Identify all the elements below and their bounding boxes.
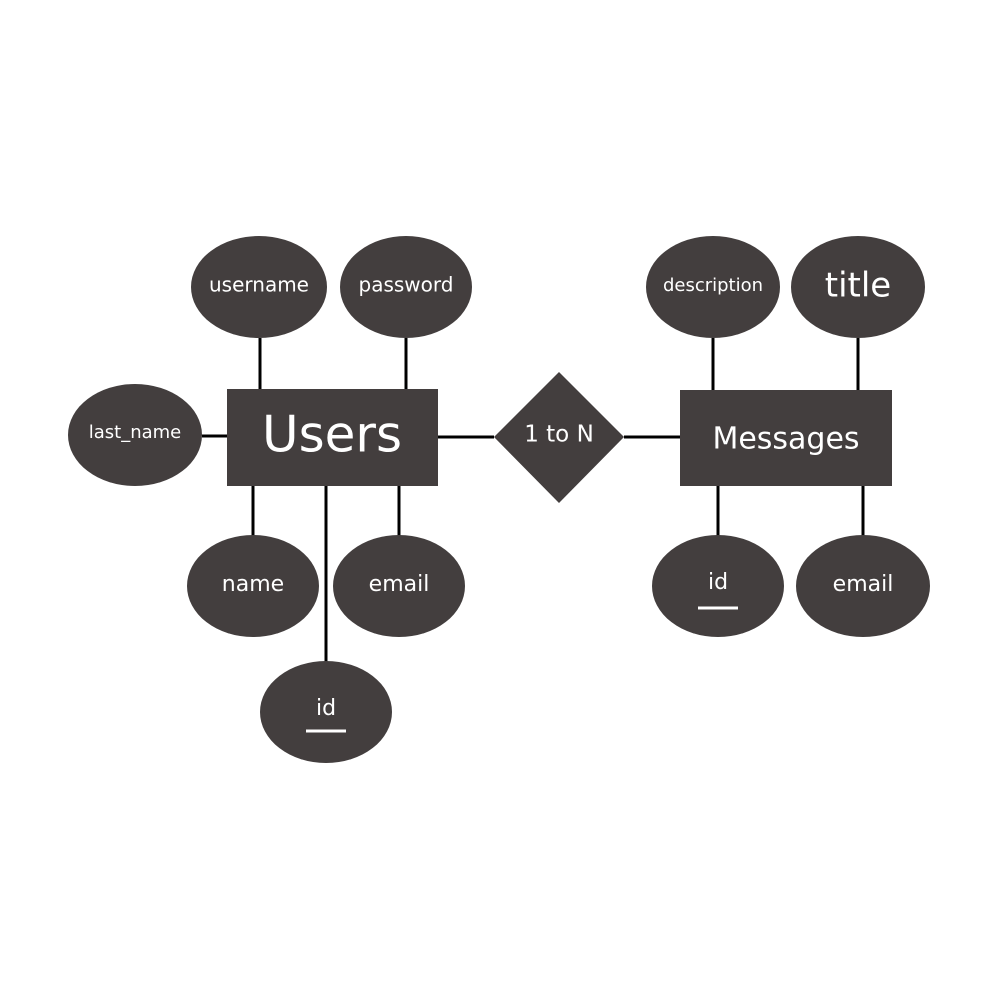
attribute-password: password bbox=[340, 236, 472, 338]
attribute-title: title bbox=[791, 236, 925, 338]
attribute-password-label: password bbox=[359, 273, 454, 297]
attribute-name: name bbox=[187, 535, 319, 637]
attribute-email: email bbox=[333, 535, 465, 637]
attribute-title-label: title bbox=[825, 266, 891, 306]
attribute-messages-email: email bbox=[796, 535, 930, 637]
attribute-messages-id-label: id bbox=[708, 570, 728, 595]
attribute-messages-id: id bbox=[652, 535, 784, 637]
attribute-description: description bbox=[646, 236, 780, 338]
attribute-description-label: description bbox=[663, 275, 763, 296]
attribute-name-label: name bbox=[222, 572, 284, 597]
attribute-users-id: id bbox=[260, 661, 392, 763]
attribute-users-id-label: id bbox=[316, 696, 336, 721]
users-entity: Users bbox=[227, 389, 438, 486]
attribute-messages-email-label: email bbox=[833, 572, 894, 597]
attribute-username-label: username bbox=[209, 273, 309, 297]
users-entity-label: Users bbox=[262, 406, 402, 464]
attribute-last-name: last_name bbox=[68, 384, 202, 486]
relationship-diamond: 1 to N bbox=[494, 372, 624, 503]
attribute-email-label: email bbox=[369, 572, 430, 597]
attribute-last-name-label: last_name bbox=[89, 422, 182, 443]
relationship-label: 1 to N bbox=[524, 422, 594, 448]
messages-entity: Messages bbox=[680, 390, 892, 486]
attribute-username: username bbox=[191, 236, 327, 338]
messages-entity-label: Messages bbox=[712, 422, 859, 457]
